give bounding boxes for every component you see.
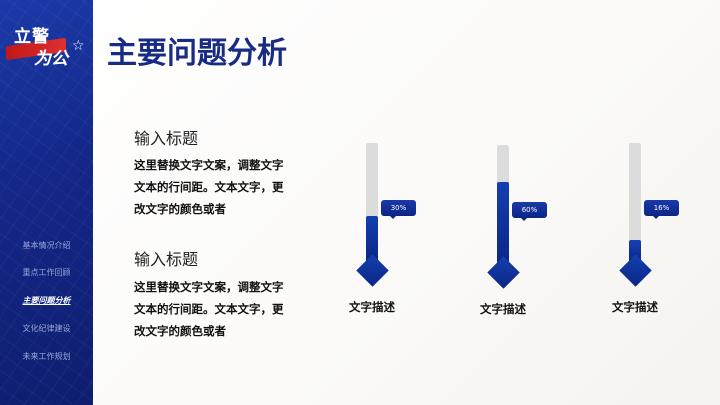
text-line: 文本的行间距。文本文字，更 (134, 180, 284, 194)
category-label: 文字描述 (480, 302, 526, 316)
sidebar-item-future-plan[interactable]: 未来工作规划 (22, 352, 71, 361)
text-line: 改文字的颜色或者 (134, 202, 226, 216)
star-icon: ☆ (72, 38, 85, 54)
text-line: 改文字的颜色或者 (134, 324, 226, 338)
thermometer-fill (497, 182, 509, 264)
text-line: 这里替换文字文案，调整文字 (134, 280, 284, 294)
thermometer-bulb (618, 254, 652, 287)
section-heading: 输入标题 (134, 250, 199, 269)
thermometer-bulb (355, 254, 389, 287)
thermometer-bulb (486, 256, 520, 289)
sidebar: 立警 为公 ☆ 基本情况介绍 重点工作回顾 主要问题分析 文化纪律建设 未来工作… (0, 0, 93, 405)
thermometer-track (629, 143, 641, 262)
value-badge: 30% (381, 200, 416, 219)
logo-line2: 为公 (34, 49, 68, 69)
sidebar-background-pattern (0, 0, 93, 405)
category-label: 文字描述 (612, 300, 658, 314)
sidebar-item-culture[interactable]: 文化纪律建设 (22, 324, 71, 333)
sidebar-item-basic-intro[interactable]: 基本情况介绍 (22, 241, 71, 250)
value-badge: 16% (644, 200, 679, 219)
logo-line1: 立警 (14, 27, 50, 47)
thermometer-track (366, 143, 378, 262)
value-badge: 60% (512, 202, 547, 221)
text-line: 这里替换文字文案，调整文字 (134, 158, 284, 172)
sidebar-item-problem-analysis[interactable]: 主要问题分析 (22, 296, 71, 305)
section-paragraph: 这里替换文字文案，调整文字 文本的行间距。文本文字，更 改文字的颜色或者 (134, 276, 314, 342)
section-paragraph: 这里替换文字文案，调整文字 文本的行间距。文本文字，更 改文字的颜色或者 (134, 154, 314, 220)
sidebar-item-work-review[interactable]: 重点工作回顾 (22, 268, 71, 277)
section-heading: 输入标题 (134, 129, 199, 148)
thermometer-track (497, 145, 509, 264)
page-title: 主要问题分析 (107, 36, 287, 71)
category-label: 文字描述 (349, 300, 395, 314)
logo: 立警 为公 ☆ (6, 22, 86, 72)
text-line: 文本的行间距。文本文字，更 (134, 302, 284, 316)
thermometer-fill (366, 216, 378, 262)
